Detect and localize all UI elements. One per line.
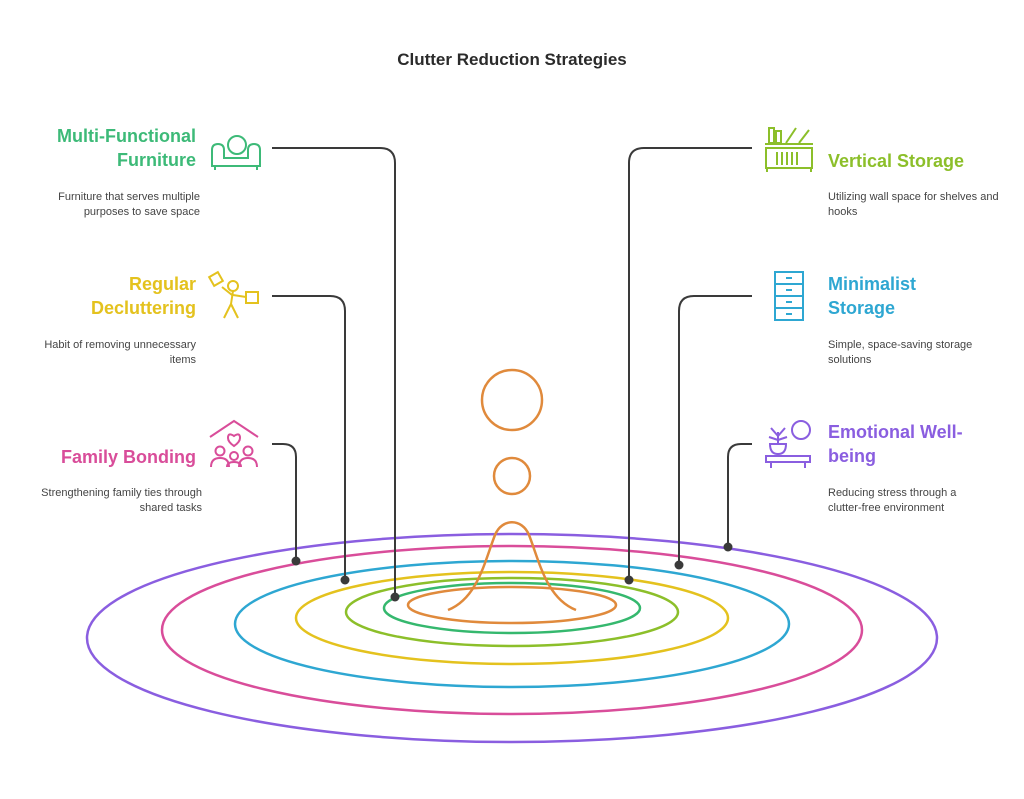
wall-shelf-icon [765,127,813,172]
label-emotional-well-being: Emotional Well-being [828,422,963,466]
label-regular-decluttering: Regular Decluttering [90,274,196,318]
dot-decluttering [340,575,350,585]
label-family-bonding: Family Bonding [61,447,196,467]
connector-decluttering [272,295,346,580]
connector-family [272,443,297,561]
ring-6 [160,544,864,716]
dot-emotional [723,542,733,552]
desc-multi-functional-furniture: Furniture that serves multiple purposes … [58,191,200,218]
dot-vertical [624,575,634,585]
connector-multi-functional [272,147,396,597]
dot-minimalist [674,560,684,570]
drop-small [492,456,532,496]
ring-7 [85,532,939,744]
dot-multi-functional [390,592,400,602]
label-multi-functional-furniture: Multi-Functional Furniture [57,126,196,170]
desc-family-bonding: Strengthening family ties through shared… [41,487,202,514]
family-house-icon [209,419,259,468]
diagram-title: Clutter Reduction Strategies [397,50,627,69]
connector-minimalist [678,295,752,565]
ring-4 [294,570,730,666]
ring-2 [382,581,642,635]
label-minimalist-storage: Minimalist Storage [828,274,917,318]
storage-cabinet-icon [774,271,804,321]
sofa-icon [211,135,261,170]
label-vertical-storage: Vertical Storage [828,151,965,171]
plant-table-icon [765,420,811,468]
splash-peak [447,521,577,612]
dot-family [291,556,301,566]
desc-minimalist-storage: Simple, space-saving storage solutions [828,339,973,366]
desc-regular-decluttering: Habit of removing unnecessary items [44,339,196,366]
connector-emotional [727,443,752,547]
ring-1 [406,585,618,625]
desc-emotional-well-being: Reducing stress through a clutter-free e… [828,487,957,514]
desc-vertical-storage: Utilizing wall space for shelves and hoo… [828,191,999,218]
ring-3 [344,576,680,648]
ring-5 [233,559,791,689]
drop-large [480,368,544,432]
person-tossing-box-icon [207,270,259,319]
connector-vertical [628,147,752,580]
